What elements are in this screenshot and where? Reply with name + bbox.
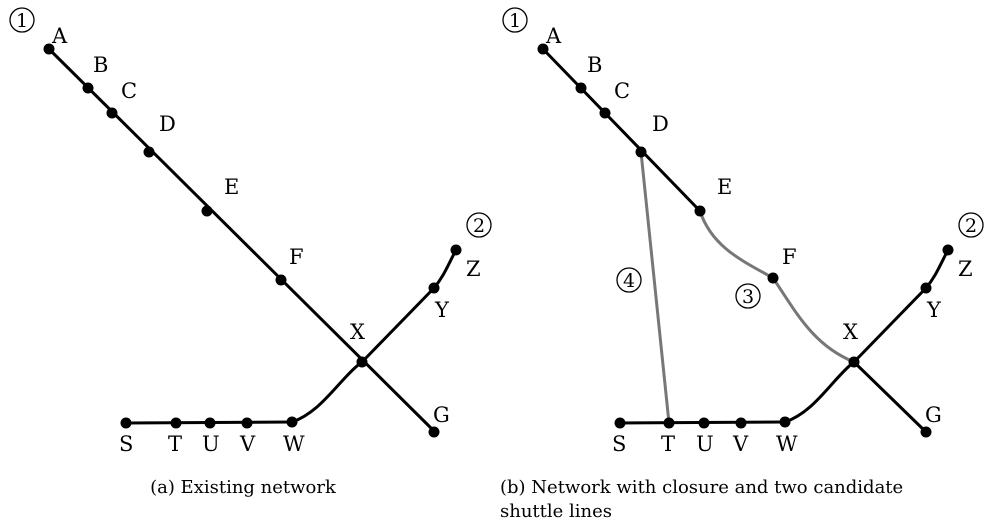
caption-b-line1: (b) Network with closure and two candida… <box>500 477 903 498</box>
station-e-node <box>201 205 213 217</box>
station-u-label: U <box>202 432 220 456</box>
station-f-node <box>275 274 287 286</box>
station-x-label: X <box>350 320 365 344</box>
station-v-node <box>735 417 747 429</box>
station-u-label: U <box>696 432 714 456</box>
line-2-marker-number: 2 <box>965 215 977 237</box>
station-y-node <box>920 282 932 294</box>
station-c-node <box>599 107 611 119</box>
station-c-label: C <box>121 79 137 103</box>
line-1-north-track <box>541 47 702 213</box>
station-d-label: D <box>159 112 176 136</box>
station-t-label: T <box>661 432 675 456</box>
line-1-marker-number: 1 <box>509 10 521 32</box>
station-w-node <box>779 416 791 428</box>
line-1-marker: 1 <box>9 7 35 33</box>
shuttle-4-track <box>639 150 671 425</box>
line-2-marker-ring <box>466 212 492 238</box>
station-z-label: Z <box>466 257 481 281</box>
station-b-label: B <box>93 53 108 77</box>
station-s-label: S <box>612 432 626 456</box>
station-s-node <box>120 417 132 429</box>
station-v-label: V <box>239 432 256 456</box>
station-t-node <box>170 417 182 429</box>
station-s-label: S <box>119 432 133 456</box>
station-w-node <box>286 416 298 428</box>
station-g-node <box>920 426 932 438</box>
shuttle-3-track <box>698 209 856 364</box>
station-x-label: X <box>843 320 858 344</box>
station-c-label: C <box>614 79 630 103</box>
station-v-node <box>241 417 253 429</box>
station-f-label: F <box>782 245 797 269</box>
station-e-label: E <box>717 175 732 199</box>
station-a-node <box>537 43 549 55</box>
station-d-label: D <box>652 112 669 136</box>
station-b-node <box>82 82 94 94</box>
station-e-node <box>694 205 706 217</box>
station-f-node <box>767 272 779 284</box>
caption-a: (a) Existing network <box>150 477 337 498</box>
shuttle-4-marker-ring <box>616 267 642 293</box>
line-1-south-track <box>852 360 928 434</box>
line-1-marker-number: 1 <box>16 10 28 32</box>
station-d-node <box>635 146 647 158</box>
station-v-label: V <box>732 432 749 456</box>
station-g-label: G <box>433 403 450 427</box>
shuttle-3-marker-ring <box>735 283 761 309</box>
station-u-node <box>204 417 216 429</box>
line-2-marker: 2 <box>466 212 492 238</box>
caption-b-line2: shuttle lines <box>500 501 612 522</box>
station-d-node <box>143 146 155 158</box>
station-t-label: T <box>168 432 182 456</box>
station-a-node <box>43 43 55 55</box>
line-2-track <box>783 248 950 424</box>
line-2-marker-ring <box>958 212 984 238</box>
shuttle-4-marker-number: 4 <box>623 270 635 292</box>
station-z-node <box>450 244 462 256</box>
shuttle-4-marker: 4 <box>616 267 642 293</box>
station-w-label: W <box>283 432 305 456</box>
line-1-marker: 1 <box>502 7 528 33</box>
station-f-label: F <box>289 245 304 269</box>
diagram-existing-network: A B C D E F X Y Z G S T U V W 1 2 (a) Ex… <box>9 7 492 498</box>
station-s-node <box>614 417 626 429</box>
line-1-marker-ring <box>9 7 35 33</box>
shuttle-3-marker-number: 3 <box>742 286 754 308</box>
station-a-label: A <box>51 24 68 48</box>
shuttle-3-marker: 3 <box>735 283 761 309</box>
station-g-node <box>428 426 440 438</box>
station-a-label: A <box>545 24 562 48</box>
line-2-track <box>290 248 458 424</box>
line-1-marker-ring <box>502 7 528 33</box>
station-x-node <box>848 356 860 368</box>
station-e-label: E <box>224 175 239 199</box>
line-2-marker: 2 <box>958 212 984 238</box>
station-b-node <box>575 82 587 94</box>
station-t-node <box>663 417 675 429</box>
station-w-label: W <box>776 432 798 456</box>
station-u-node <box>698 417 710 429</box>
line-1-track <box>47 47 437 434</box>
station-y-node <box>428 282 440 294</box>
station-y-label: Y <box>434 298 450 322</box>
station-x-node <box>356 356 368 368</box>
diagram-closure-network: A B C D E F X Y Z G S T U V W 1 2 3 4 <box>500 7 984 522</box>
station-c-node <box>106 107 118 119</box>
line-2-marker-number: 2 <box>473 215 485 237</box>
station-y-label: Y <box>926 298 942 322</box>
station-g-label: G <box>925 403 942 427</box>
station-z-node <box>942 244 954 256</box>
station-z-label: Z <box>958 257 973 281</box>
station-b-label: B <box>587 53 602 77</box>
